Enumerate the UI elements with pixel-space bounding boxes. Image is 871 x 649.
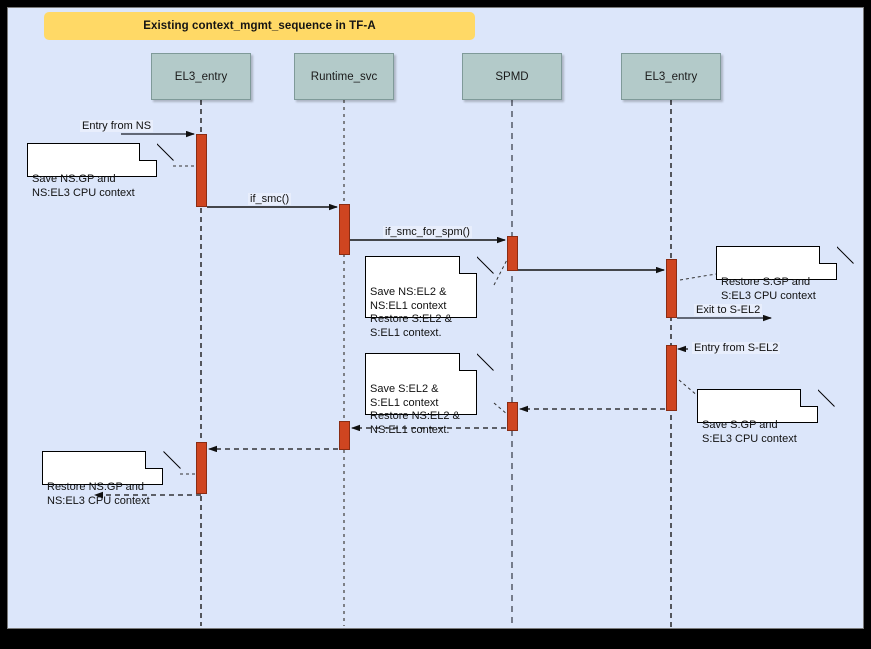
note-text-save-ns-el2: Save NS:EL2 & NS:EL1 context Restore S:E…	[370, 286, 452, 339]
lifeline-header-runtime-svc[interactable]: Runtime_svc	[294, 53, 394, 100]
note-fold-icon	[819, 246, 837, 264]
activation-bar-spmd-2[interactable]	[507, 402, 518, 431]
note-connector-save-s-el2	[493, 402, 515, 421]
note-fold-icon	[459, 256, 477, 274]
note-text-restore-s-gp: Restore S:GP and S:EL3 CPU context	[721, 276, 816, 302]
lifeline-header-spmd[interactable]: SPMD	[462, 53, 562, 100]
note-fold-icon	[459, 353, 477, 371]
message-label-if-smc-for-spm: if_smc_for_spm()	[383, 226, 472, 238]
note-connector-restore-s-gp	[679, 272, 723, 281]
lifeline-label-runtime-svc: Runtime_svc	[310, 70, 378, 83]
activation-bar-spmd-1[interactable]	[507, 236, 518, 271]
activation-bar-el3-entry-left-1[interactable]	[196, 134, 207, 207]
message-label-entry-from-ns: Entry from NS	[80, 120, 154, 132]
activation-bar-el3-entry-right-1[interactable]	[666, 259, 677, 318]
message-label-entry-from-sel2: Entry from S-EL2	[692, 342, 781, 354]
note-fold-icon	[145, 451, 163, 469]
activation-bar-runtime-svc-1[interactable]	[339, 204, 350, 255]
note-save-ns-gp: Save NS:GP and NS:EL3 CPU context	[27, 143, 157, 199]
note-text-save-s-gp: Save S:GP and S:EL3 CPU context	[702, 419, 797, 445]
note-restore-s-gp: Restore S:GP and S:EL3 CPU context	[716, 246, 837, 302]
note-text-save-ns-gp: Save NS:GP and NS:EL3 CPU context	[32, 173, 135, 199]
lifeline-label-el3-entry-left: EL3_entry	[174, 70, 228, 83]
note-fold-icon	[800, 389, 818, 407]
activation-bar-runtime-svc-2[interactable]	[339, 421, 350, 450]
note-fold-icon	[139, 143, 157, 161]
note-save-ns-el2: Save NS:EL2 & NS:EL1 context Restore S:E…	[365, 256, 477, 339]
note-text-restore-ns-gp: Restore NS:GP and NS:EL3 CPU context	[47, 481, 150, 507]
lifeline-label-el3-entry-right: EL3_entry	[644, 70, 698, 83]
lifeline-header-el3-entry-left[interactable]: EL3_entry	[151, 53, 251, 100]
sequence-diagram-frame: Existing context_mgmt_sequence in TF-A	[7, 7, 864, 629]
lifeline-header-el3-entry-right[interactable]: EL3_entry	[621, 53, 721, 100]
lifeline-label-spmd: SPMD	[495, 70, 529, 83]
note-fold-lines	[156, 143, 854, 469]
note-text-save-s-el2: Save S:EL2 & S:EL1 context Restore NS:EL…	[370, 383, 460, 436]
activation-bar-el3-entry-left-2[interactable]	[196, 442, 207, 494]
activation-bar-el3-entry-right-2[interactable]	[666, 345, 677, 411]
note-save-s-gp: Save S:GP and S:EL3 CPU context	[697, 389, 818, 445]
message-label-exit-to-sel2: Exit to S-EL2	[694, 304, 763, 316]
note-restore-ns-gp: Restore NS:GP and NS:EL3 CPU context	[42, 451, 163, 507]
message-label-if-smc: if_smc()	[248, 193, 292, 205]
diagram-title-text: Existing context_mgmt_sequence in TF-A	[143, 20, 376, 32]
diagram-title-banner: Existing context_mgmt_sequence in TF-A	[44, 12, 475, 40]
note-save-s-el2: Save S:EL2 & S:EL1 context Restore NS:EL…	[365, 353, 477, 436]
